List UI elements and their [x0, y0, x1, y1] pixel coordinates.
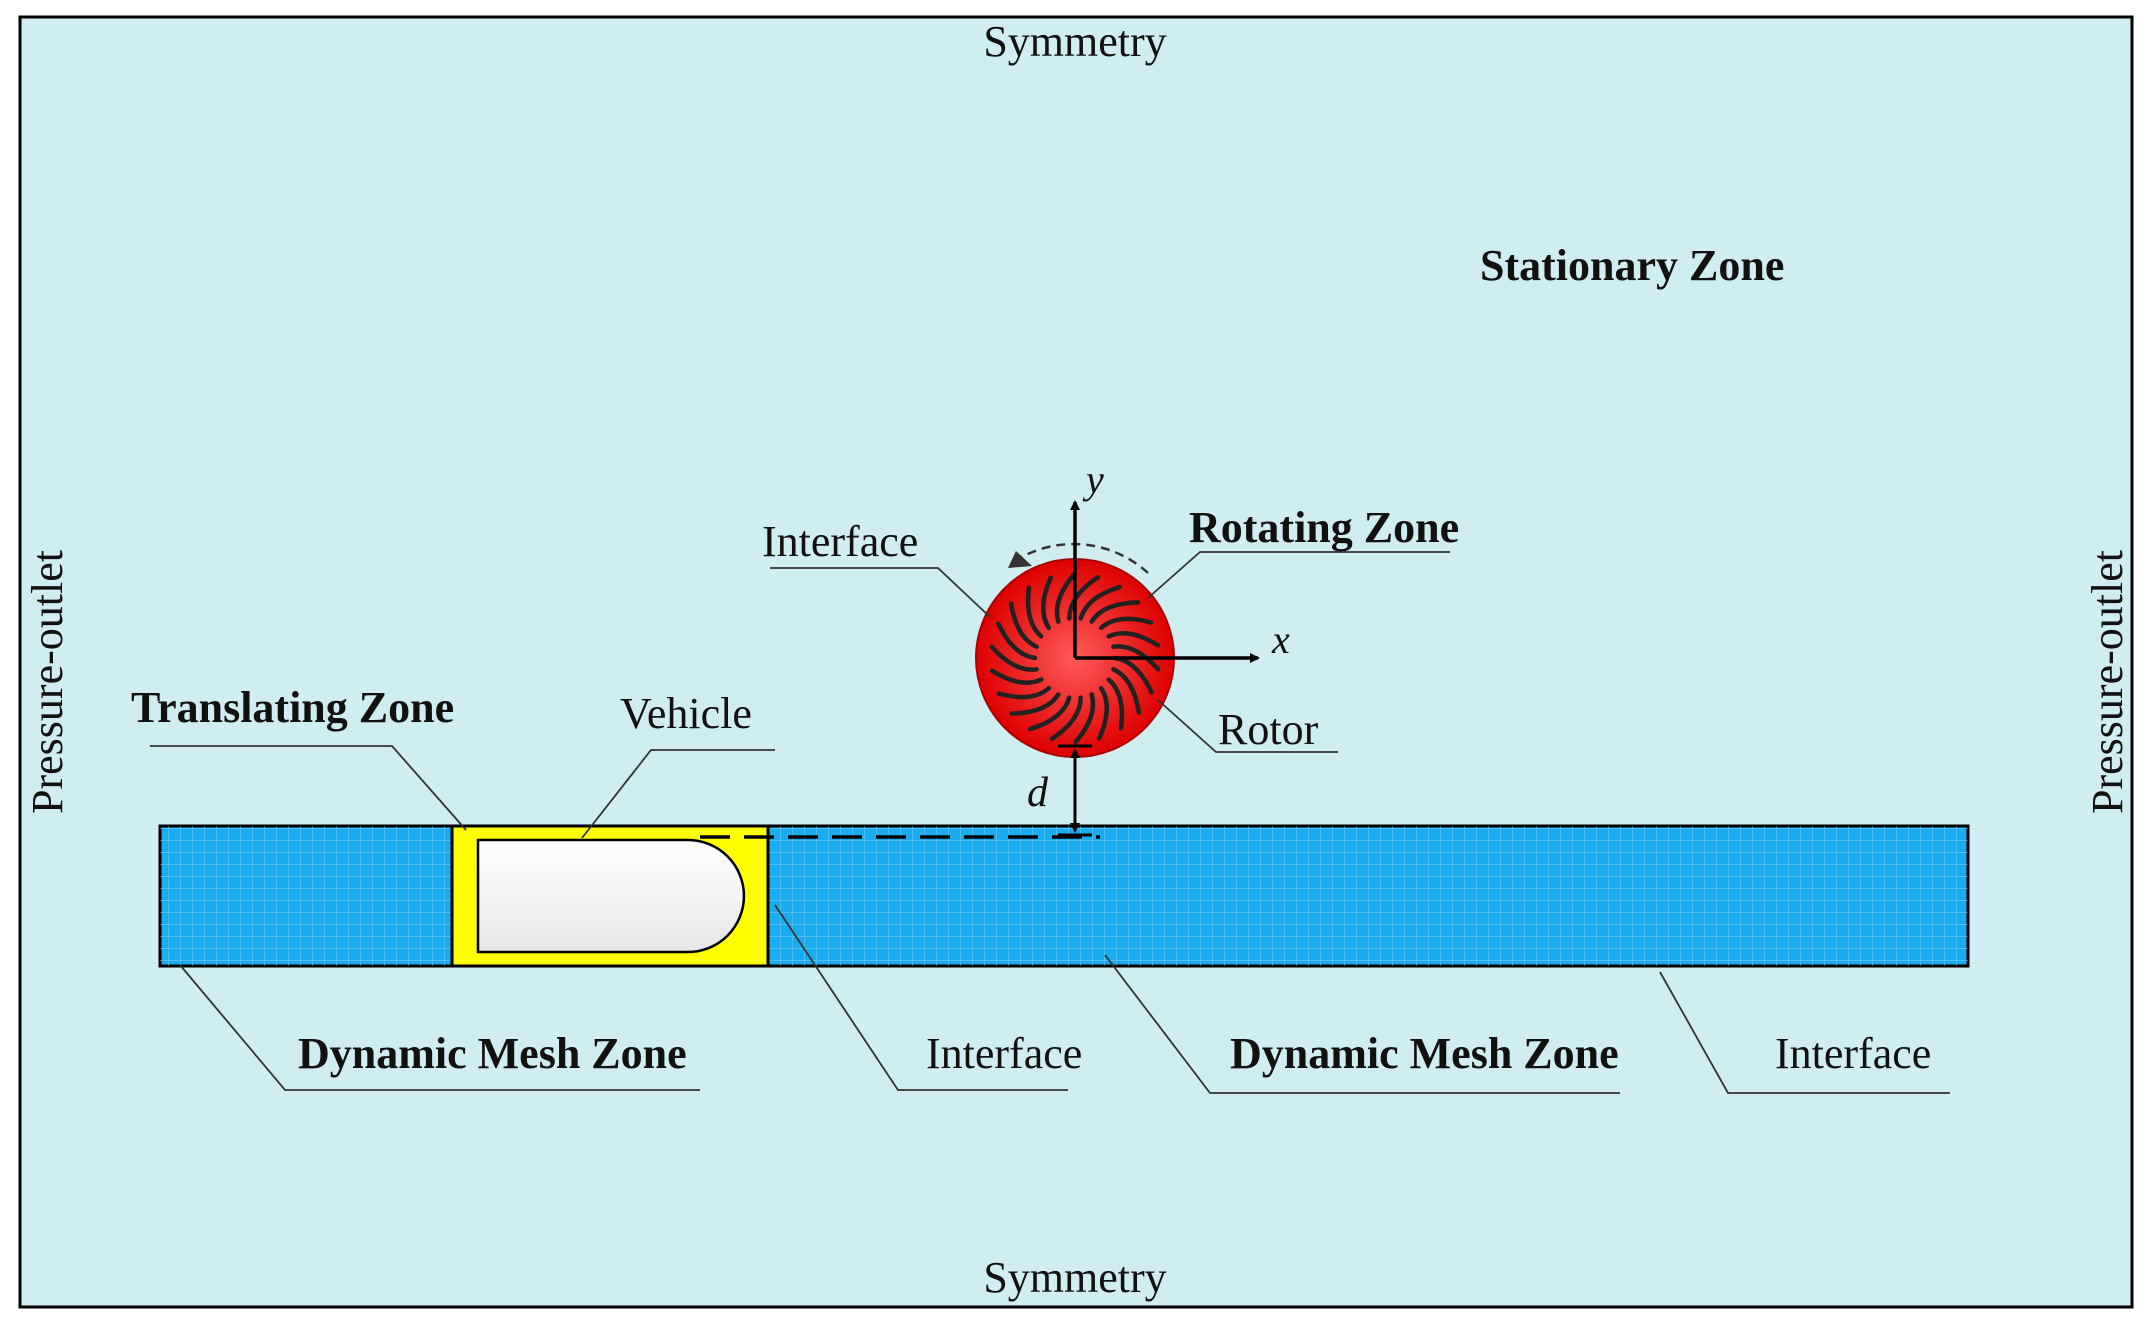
rotor-blade [1025, 585, 1044, 639]
mesh-grid-pattern [160, 826, 1968, 966]
rotor-blade [1111, 667, 1142, 715]
vehicle-leader [581, 749, 775, 839]
rotating-zone-label: Rotating Zone [1189, 503, 1459, 552]
rotor-blade [1073, 692, 1096, 745]
interface-translating-leader [774, 904, 1068, 1091]
rotor-blade [1041, 575, 1053, 631]
vehicle-body [476, 838, 746, 954]
rotor-blade [1111, 644, 1161, 672]
pressure-outlet-left-label: Pressure-outlet [23, 550, 72, 814]
interface-strip-label: Interface [1775, 1029, 1931, 1078]
dynamic-mesh-right-leader [1104, 954, 1620, 1094]
translating-zone-label: Translating Zone [131, 683, 454, 732]
dynamic-mesh-zone-right-label: Dynamic Mesh Zone [1230, 1029, 1619, 1078]
dynamic-mesh-left-leader [179, 964, 700, 1091]
counterclockwise-arrow-icon [1019, 542, 1149, 574]
rotor-blade [989, 668, 1044, 685]
rotor-blade [996, 685, 1052, 700]
interface-rotor-label: Interface [762, 517, 918, 566]
vehicle-label: Vehicle [620, 689, 752, 738]
dynamic-mesh-zone-left-label: Dynamic Mesh Zone [298, 1029, 687, 1078]
rotor-blade [1089, 600, 1141, 624]
rotor-blade [1098, 616, 1154, 631]
interface-strip-leader [1659, 971, 1950, 1094]
axis-y-label: y [1082, 457, 1104, 502]
interface-translating-label: Interface [926, 1029, 1082, 1078]
gap-d-label: d [1027, 770, 1049, 816]
symmetry-top-label: Symmetry [983, 17, 1166, 66]
rotor-blade [996, 621, 1038, 661]
rotor-blades-icon [989, 571, 1161, 745]
rotor-blade [1106, 677, 1125, 731]
rotor-blade [989, 644, 1039, 672]
rotor-blade [1008, 601, 1039, 649]
pressure-outlet-right-label: Pressure-outlet [2083, 550, 2132, 814]
rotor-blade [1078, 584, 1123, 621]
rotor-blade [1097, 685, 1109, 741]
rotation-arrowhead-icon [1008, 551, 1032, 568]
translating-zone-leader [150, 745, 467, 831]
rotor-blade [1054, 571, 1077, 624]
rotor-leader [1157, 699, 1338, 753]
rotor-blade [1106, 631, 1161, 648]
axis-x-label: x [1271, 617, 1290, 662]
rotating-zone-leader [1147, 551, 1450, 599]
symmetry-bottom-label: Symmetry [983, 1253, 1166, 1302]
rotor-blade [1027, 695, 1072, 732]
rotor-blade [1049, 695, 1083, 742]
interface-rotor-leader [770, 567, 991, 618]
rotor-label: Rotor [1218, 705, 1319, 754]
stationary-zone-label: Stationary Zone [1480, 241, 1784, 290]
rotor-blade [1009, 692, 1061, 716]
